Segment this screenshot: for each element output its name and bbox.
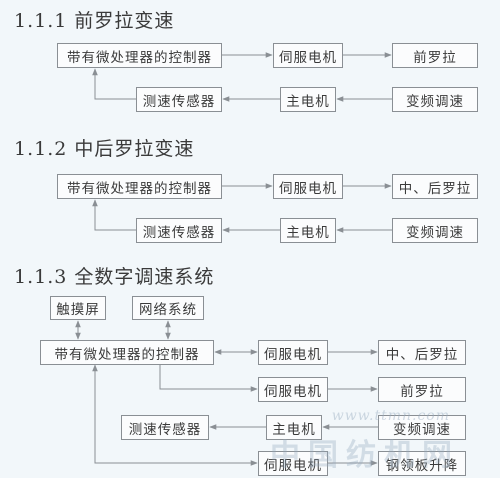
s2-vfd-box: 变频调速 [392, 218, 478, 243]
s2-servo-box: 伺服电机 [273, 174, 343, 199]
watermark-site: 中国纺机网 [270, 438, 460, 473]
s3-servo1-box: 伺服电机 [258, 340, 328, 365]
s2-main-motor-box: 主电机 [280, 218, 336, 243]
s3-target3-box: 钢领板升降 [378, 451, 466, 476]
s3-vfd-box: 变频调速 [378, 415, 466, 440]
section-3-heading: 1.1.3 全数字调速系统 [14, 266, 215, 288]
section-2-heading: 1.1.2 中后罗拉变速 [14, 138, 195, 160]
s2-target-box: 中、后罗拉 [392, 174, 478, 199]
s3-servo3-box: 伺服电机 [258, 451, 328, 476]
s3-target2-box: 前罗拉 [378, 377, 466, 402]
s1-target-box: 前罗拉 [392, 43, 478, 68]
s3-main-motor-box: 主电机 [266, 415, 322, 440]
s1-servo-box: 伺服电机 [273, 43, 343, 68]
s1-sensor-box: 测速传感器 [136, 87, 222, 112]
s3-network-box: 网络系统 [132, 296, 204, 320]
watermark-url: www.ttmn.com [331, 408, 450, 424]
section-1-heading: 1.1.1 前罗拉变速 [14, 10, 175, 32]
s3-servo2-box: 伺服电机 [258, 377, 328, 402]
s3-controller-box: 带有微处理器的控制器 [40, 340, 214, 365]
s1-vfd-box: 变频调速 [392, 87, 478, 112]
s1-main-motor-box: 主电机 [280, 87, 336, 112]
s2-sensor-box: 测速传感器 [136, 218, 222, 243]
s3-touchscreen-box: 触摸屏 [50, 296, 106, 320]
s2-controller-box: 带有微处理器的控制器 [57, 174, 222, 199]
s1-controller-box: 带有微处理器的控制器 [57, 43, 222, 68]
s3-target1-box: 中、后罗拉 [378, 340, 466, 365]
